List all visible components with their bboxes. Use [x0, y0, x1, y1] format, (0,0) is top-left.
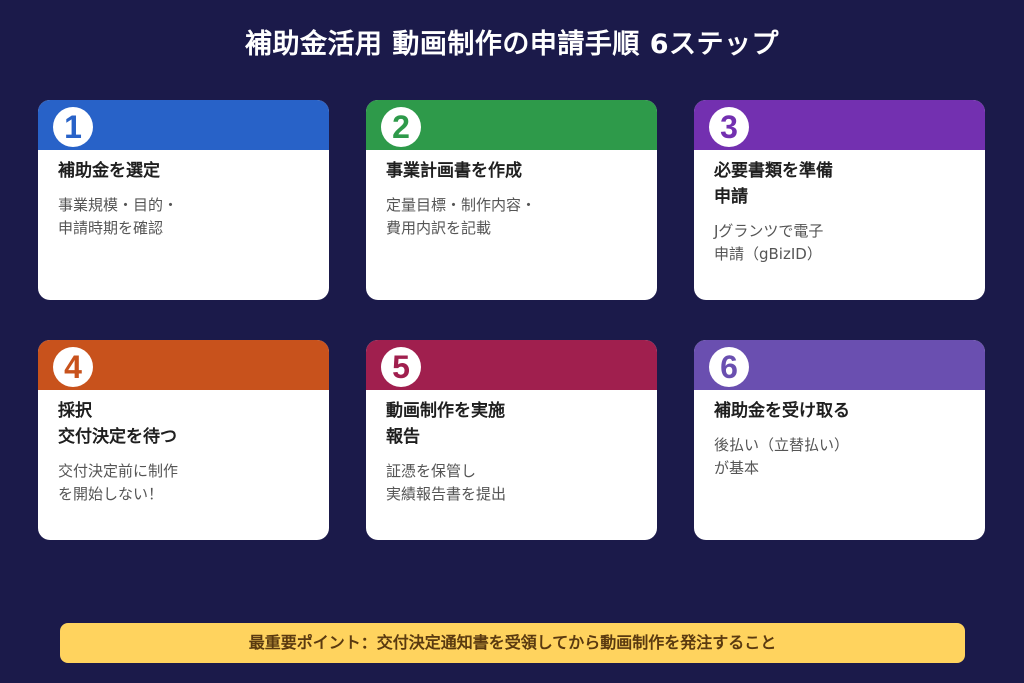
step-header-4: 4 — [38, 340, 329, 390]
step-desc-2: 定量目標・制作内容・ 費用内訳を記載 — [386, 196, 537, 237]
key-point-banner: 最重要ポイント：交付決定通知書を受領してから動画制作を発注すること — [60, 623, 965, 663]
step-header-3: 3 — [694, 100, 985, 150]
step-title-5: 動画制作を実施 報告 — [386, 401, 505, 447]
step-header-1: 1 — [38, 100, 329, 150]
step-desc-6: 後払い（立替払い） が基本 — [714, 436, 850, 477]
step-header-5: 5 — [366, 340, 657, 390]
step-number-badge-3: 3 — [709, 107, 749, 147]
step-card-1: 1 補助金を選定 事業規模・目的・ 申請時期を確認 — [38, 100, 329, 300]
step-header-2: 2 — [366, 100, 657, 150]
step-title-3: 必要書類を準備 申請 — [714, 161, 833, 207]
step-desc-5: 証憑を保管し 実績報告書を提出 — [386, 462, 507, 503]
step-number-badge-1: 1 — [53, 107, 93, 147]
step-card-6: 6 補助金を受け取る 後払い（立替払い） が基本 — [694, 340, 985, 540]
step-number-badge-4: 4 — [53, 347, 93, 387]
step-number-badge-2: 2 — [381, 107, 421, 147]
step-number-badge-5: 5 — [381, 347, 421, 387]
step-card-4: 4 採択 交付決定を待つ 交付決定前に制作 を開始しない！ — [38, 340, 329, 540]
step-title-4: 採択 交付決定を待つ — [58, 401, 177, 447]
step-title-6: 補助金を受け取る — [714, 401, 850, 421]
step-card-5: 5 動画制作を実施 報告 証憑を保管し 実績報告書を提出 — [366, 340, 657, 540]
step-number-badge-6: 6 — [709, 347, 749, 387]
step-desc-1: 事業規模・目的・ 申請時期を確認 — [58, 196, 179, 237]
page-title: 補助金活用 動画制作の申請手順 6ステップ — [244, 29, 780, 60]
step-title-2: 事業計画書を作成 — [386, 161, 522, 181]
step-title-1: 補助金を選定 — [58, 161, 160, 181]
step-card-2: 2 事業計画書を作成 定量目標・制作内容・ 費用内訳を記載 — [366, 100, 657, 300]
step-card-3: 3 必要書類を準備 申請 Jグランツで電子 申請（gBizID） — [694, 100, 985, 300]
step-header-6: 6 — [694, 340, 985, 390]
step-desc-3: Jグランツで電子 申請（gBizID） — [714, 222, 824, 263]
step-desc-4: 交付決定前に制作 を開始しない！ — [58, 462, 179, 503]
